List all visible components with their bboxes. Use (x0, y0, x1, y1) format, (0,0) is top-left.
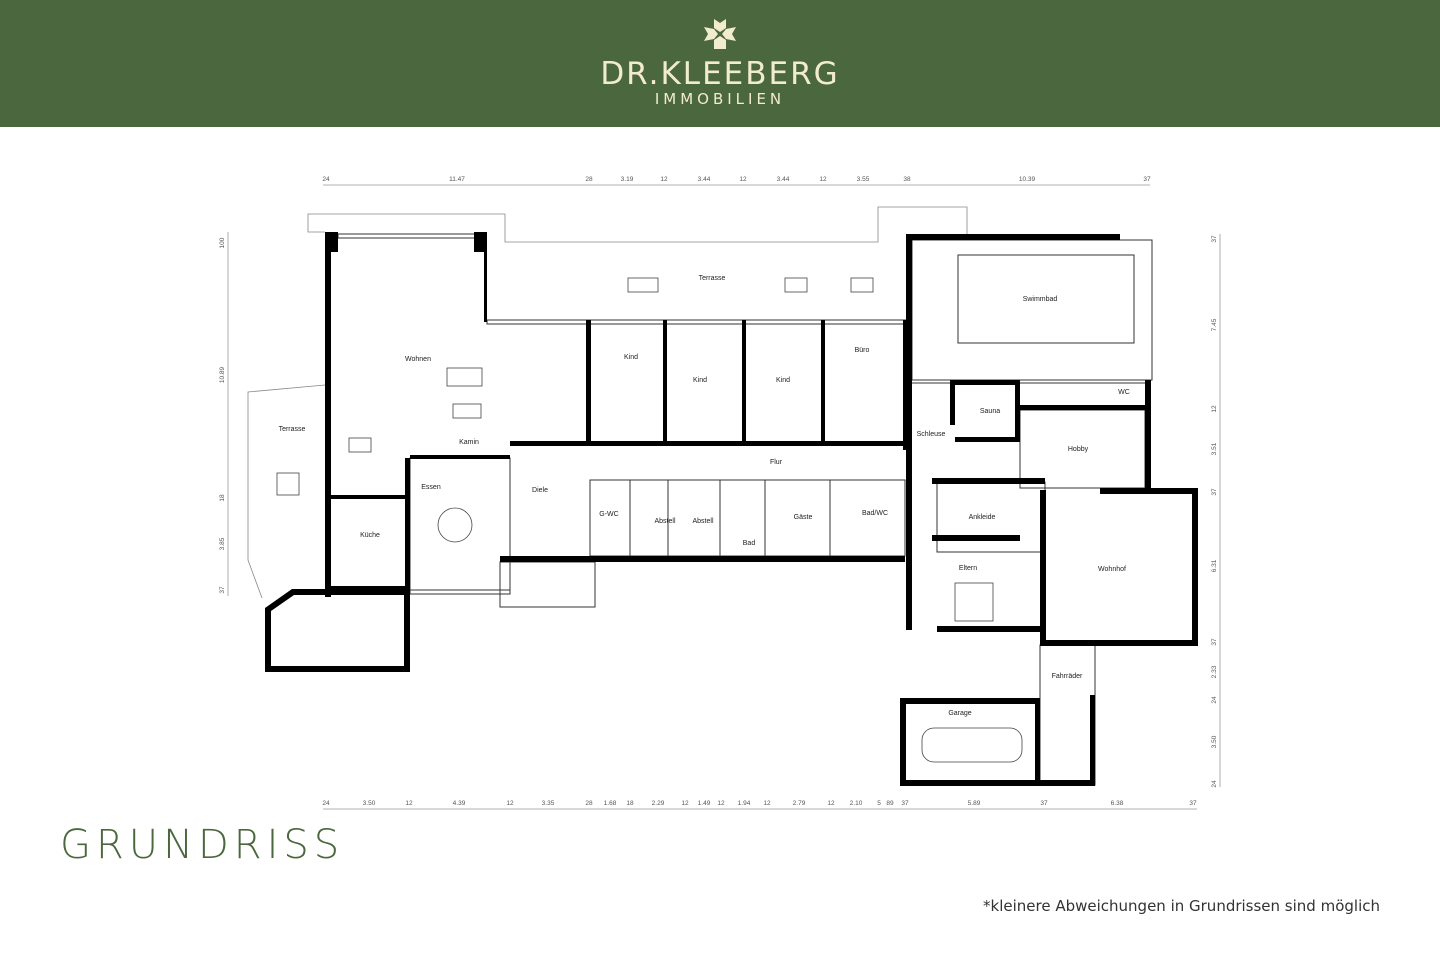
dimension-label: 89 (886, 800, 894, 807)
dimension-label: 1.68 (604, 800, 617, 807)
room-label: Flur (770, 459, 783, 466)
brand-name: DR.KLEEBERG (600, 56, 840, 92)
dimension-label: 38 (903, 176, 911, 183)
dimension-label: 3.85 (219, 537, 226, 550)
dimension-label: 3.50 (363, 800, 376, 807)
dimension-lines (227, 184, 1221, 810)
clover-house-icon (704, 19, 736, 49)
dimension-label: 100 (219, 237, 226, 248)
dimension-label: 18 (626, 800, 634, 807)
room-label: Wohnhof (1098, 566, 1126, 573)
dimension-label: 6.31 (1211, 559, 1218, 572)
dimension-label: 1.49 (698, 800, 711, 807)
room-label: Bad (743, 540, 756, 547)
dimension-label: 28 (585, 800, 593, 807)
dimension-label: 24 (1211, 696, 1218, 704)
page-title: GRUNDRISS (60, 822, 345, 868)
dimension-label: 4.39 (453, 800, 466, 807)
disclaimer-note: *kleinere Abweichungen in Grundrissen si… (983, 897, 1380, 915)
dimension-label: 12 (660, 176, 668, 183)
room-label: Bad/WC (862, 510, 888, 517)
room-label: Abstell (654, 518, 675, 525)
dimension-label: 37 (219, 586, 226, 594)
room-label: Diele (532, 487, 548, 494)
room-label: Schleuse (917, 431, 946, 438)
room-label: Kamin (459, 439, 479, 446)
dimension-label: 37 (1189, 800, 1197, 807)
room-label: G-WC (599, 511, 618, 518)
dimension-label: 5.89 (968, 800, 981, 807)
furniture (276, 277, 1023, 763)
room-label: Kind (693, 377, 707, 384)
dimension-label: 37 (901, 800, 909, 807)
dimension-label: 37 (1211, 235, 1218, 243)
room-label: Sauna (980, 408, 1000, 415)
exterior-walls (265, 232, 1198, 786)
dimension-label: 12 (405, 800, 413, 807)
room-label: Wohnen (405, 356, 431, 363)
room-label: Garage (948, 710, 971, 717)
room-label: Büro (855, 347, 870, 354)
dimension-label: 24 (1211, 780, 1218, 788)
dimension-label: 7.45 (1211, 318, 1218, 331)
dimension-label: 3.35 (542, 800, 555, 807)
dimension-label: 12 (1211, 405, 1218, 413)
room-label: Abstell (692, 518, 713, 525)
room-label: Küche (360, 532, 380, 539)
terrace-outline (247, 206, 968, 599)
dimension-label: 3.51 (1211, 442, 1218, 455)
room-label: Terrasse (699, 275, 726, 282)
dimension-label: 37 (1143, 176, 1151, 183)
dimension-label: 1.94 (738, 800, 751, 807)
dimension-label: 37 (1211, 488, 1218, 496)
dimension-label: 2.33 (1211, 665, 1218, 678)
dimension-label: 24 (322, 800, 330, 807)
room-label: Essen (421, 484, 441, 491)
dimension-label: 37 (1211, 638, 1218, 646)
dimension-label: 12 (827, 800, 835, 807)
room-label: Hobby (1068, 446, 1089, 453)
dimension-label: 12 (717, 800, 725, 807)
room-label: Swimmbad (1023, 296, 1058, 303)
dimension-label: 5 (877, 800, 881, 807)
dimension-label: 3.19 (621, 176, 634, 183)
dimension-label: 3.44 (777, 176, 790, 183)
room-labels: Terrasse Swimmbad Wohnen Kind Kind Kind … (279, 275, 1130, 717)
dimension-label: 12 (506, 800, 514, 807)
dimension-label: 10.89 (219, 366, 226, 383)
room-label: WC (1118, 389, 1130, 396)
dimension-label: 37 (1040, 800, 1048, 807)
dimension-label: 12 (681, 800, 689, 807)
dimension-label: 2.29 (652, 800, 665, 807)
dimension-label: 6.38 (1111, 800, 1124, 807)
room-label: Kind (776, 377, 790, 384)
dimension-label: 18 (219, 494, 226, 502)
dimension-label: 11.47 (449, 176, 465, 183)
room-label: Fahrräder (1052, 673, 1083, 680)
room-label: Gäste (794, 514, 813, 521)
room-label: Eltern (959, 565, 977, 572)
room-label: Ankleide (969, 514, 996, 521)
dimension-label: 12 (763, 800, 771, 807)
dimension-label: 24 (322, 176, 330, 183)
room-label: Kind (624, 354, 638, 361)
dimension-label: 2.10 (850, 800, 863, 807)
header-banner: DR.KLEEBERG IMMOBILIEN (0, 0, 1440, 127)
dimension-label: 3.44 (698, 176, 711, 183)
dimension-label: 3.55 (857, 176, 870, 183)
dimension-labels: 24 11.47 28 3.19 12 3.44 12 3.44 12 3.55 38 10.39 37… (219, 176, 1218, 807)
room-label: Terrasse (279, 426, 306, 433)
brand-subtitle: IMMOBILIEN (654, 90, 786, 108)
dimension-label: 12 (819, 176, 827, 183)
dimension-label: 3.50 (1211, 735, 1218, 748)
dimension-label: 2.79 (793, 800, 806, 807)
dimension-label: 28 (585, 176, 593, 183)
dimension-label: 10.39 (1019, 176, 1036, 183)
dimension-label: 12 (739, 176, 747, 183)
